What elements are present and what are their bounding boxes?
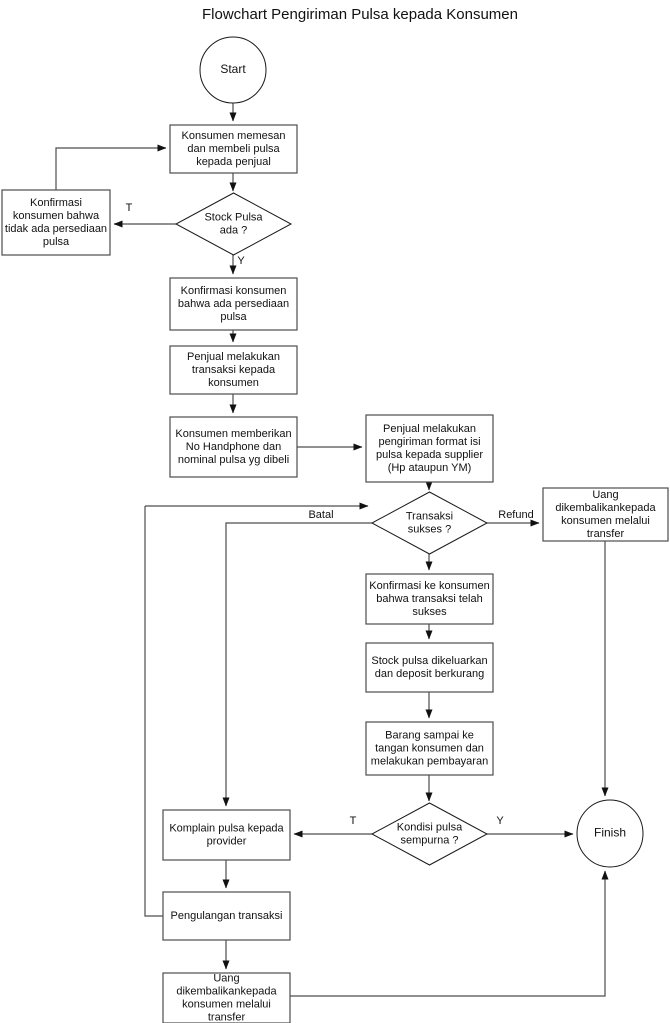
node-label-line: Konfirmasi [30,197,82,209]
connector-retry-to-cancelline [144,506,163,917]
node-label-line: tangan konsumen dan [375,742,484,754]
edge-label-stock-yes: Y [237,255,245,267]
edge-label-trx-cancel: Batal [308,509,333,521]
decision-shape [370,802,489,866]
node-label-line: Konsumen memberikan [175,428,291,440]
node-label-line: ada ? [220,224,248,236]
connector-nostock-to-order [55,144,167,190]
process-shape [365,573,494,625]
node-label-line: pulsa [220,311,247,323]
node-label-line: pulsa kepada supplier [376,449,483,461]
edge-label-trx-refund: Refund [498,509,533,521]
node-label-line: Stock Pulsa [204,211,263,223]
node-label-line: sukses ? [408,523,451,535]
process-shape [1,189,111,256]
node-label-line: kepada penjual [196,156,271,168]
node-label-line: sempurna ? [400,834,458,846]
node-label-line: No Handphone dan [186,441,281,453]
node-label-line: Stock pulsa dikeluarkan [371,655,487,667]
page-title: Flowchart Pengiriman Pulsa kepada Konsum… [202,6,518,23]
node-label-line: konsumen melalui [182,998,271,1010]
process-shape [365,721,494,776]
process-shape [162,891,291,941]
node-retry: Pengulangan transaksi [162,891,291,941]
process-shape [169,277,298,331]
node-label-line: bahwa ada persediaan [178,298,289,310]
node-label-line: tidak ada persediaan [5,223,107,235]
node-label-line: pengiriman format isi [378,436,480,448]
edge-label-cond-no: T [350,815,357,827]
process-shape [365,414,494,483]
node-label-line: Transaksi [406,510,453,522]
node-label-line: Finish [594,826,626,840]
node-label-line: Kondisi pulsa [397,821,463,833]
node-label-line: nominal pulsa yg dibeli [178,454,289,466]
node-label-line: pulsa [43,236,70,248]
process-shape [169,416,298,478]
terminator-shape [576,799,644,868]
node-label-line: dan deposit berkurang [375,668,484,680]
node-label-line: bahwa transaksi telah [376,593,482,605]
node-label-line: Start [220,62,246,76]
edge-label-stock-no: T [126,202,133,214]
process-shape [162,809,291,861]
node-label-line: Uang [213,972,239,984]
process-shape [169,124,298,174]
node-label-line: konsumen melalui [561,515,650,527]
node-label-line: (Hp ataupun YM) [388,462,472,474]
node-label-line: Penjual melakukan [187,351,280,363]
node-label-line: Barang sampai ke [385,729,474,741]
process-shape [542,487,669,542]
node-label-line: dan membeli pulsa [187,143,280,155]
node-start: Start [199,36,267,104]
node-label-line: Komplain pulsa kepada [169,822,284,834]
decision-shape [174,192,293,256]
node-label-line: konsumen bahwa [13,210,100,222]
node-label-line: Penjual melakukan [383,423,476,435]
node-label-line: melakukan pembayaran [371,755,488,767]
node-label-line: Pengulangan transaksi [171,910,283,922]
node-label-line: transaksi kepada [192,364,276,376]
node-label-line: Konsumen memesan [182,130,286,142]
process-shape [169,345,298,395]
node-label-line: dikembalikankepada [176,985,277,997]
node-finish: Finish [576,799,644,868]
edge-label-cond-yes: Y [496,815,504,827]
connectors-layer [55,103,609,997]
connector-refundbottom-to-finish [290,870,609,997]
process-shape [162,972,291,1023]
node-label-line: dikembalikankepada [555,502,656,514]
process-shape [365,642,494,693]
node-label-line: transfer [587,528,625,540]
node-label-line: Konfirmasi konsumen [181,285,287,297]
terminator-shape [199,36,267,104]
node-label-line: sukses [412,606,447,618]
node-label-line: provider [207,835,247,847]
node-label-line: Konfirmasi ke konsumen [369,580,489,592]
node-label-line: konsumen [208,377,259,389]
decision-shape [370,491,489,555]
node-label-line: transfer [208,1011,246,1023]
connector-trx-left-to-complaint [222,522,372,807]
node-label-line: Uang [592,489,618,501]
